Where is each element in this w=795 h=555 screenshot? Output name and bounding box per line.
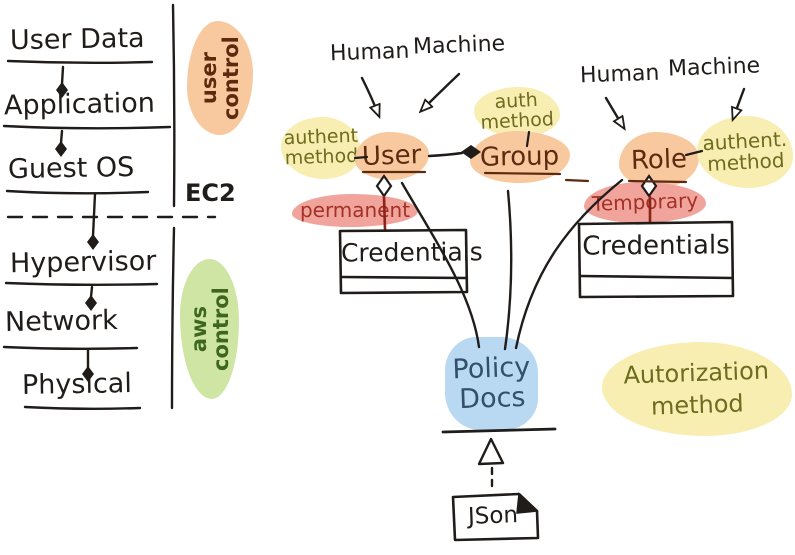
user-control-label: user control	[196, 36, 244, 120]
vertical-separator-bottom	[170, 226, 176, 410]
policy-docs-label: Policy Docs	[451, 351, 532, 415]
layer-guest-os: Guest OS	[7, 151, 135, 186]
authent-method-user-label: authent method	[283, 125, 359, 170]
auth-method-group-label: auth method	[479, 89, 555, 134]
vertical-separator-top	[171, 3, 176, 208]
authorization-line1: Autorization	[623, 356, 770, 390]
temporary-highlight: Temporary	[584, 182, 706, 223]
machine-to-user-arrow	[421, 72, 461, 111]
policy-json-link	[441, 427, 557, 493]
authent-method-user-highlight: authent method	[281, 117, 361, 179]
policy-docs-highlight: Policy Docs	[445, 337, 538, 430]
authent-method-role-label: authent. method	[702, 127, 789, 176]
authent-user-line2: method	[284, 144, 359, 170]
temporary-label: Temporary	[591, 188, 699, 217]
credentials-left-label: Credentials	[340, 237, 483, 268]
machine-left-label: Machine	[412, 31, 506, 60]
user-entity-highlight: User	[355, 132, 429, 180]
authorization-method-highlight: Autorization method	[602, 342, 792, 436]
aws-control-line2: control	[208, 287, 233, 371]
human-right-label: Human	[579, 60, 660, 89]
layer-application: Application	[3, 87, 156, 122]
layer-network: Network	[4, 305, 118, 338]
user-control-highlight: user control	[187, 21, 253, 135]
user-control-line1: user	[196, 51, 221, 105]
credentials-right-label: Credentials	[582, 230, 730, 262]
ec2-label: EC2	[185, 179, 236, 207]
credentials-right-divider	[579, 274, 733, 280]
group-entity-label: Group	[480, 141, 560, 173]
json-label: JSon	[467, 502, 519, 530]
group-underline-tail	[564, 178, 590, 183]
user-control-line2: control	[219, 36, 244, 120]
user-entity-label: User	[361, 139, 423, 172]
layer-physical: Physical	[21, 368, 133, 401]
group-to-policy-curve	[503, 189, 513, 351]
aws-control-highlight: aws control	[180, 259, 239, 399]
aws-control-line1: aws	[186, 305, 211, 353]
policy-line1: Policy	[451, 351, 531, 386]
layer-user-data: User Data	[9, 22, 145, 57]
role-entity-label: Role	[630, 143, 688, 176]
layer-hypervisor: Hypervisor	[9, 245, 157, 280]
human-left-label: Human	[329, 38, 410, 67]
machine-right-label: Machine	[667, 53, 761, 82]
policy-line2: Docs	[458, 381, 526, 415]
role-entity-highlight: Role	[619, 132, 699, 188]
auth-group-line2: method	[480, 108, 555, 134]
permanent-label: permanent	[299, 198, 411, 223]
human-to-role-arrow	[604, 96, 624, 128]
human-to-user-arrow	[360, 76, 379, 116]
realization-arrowhead	[477, 437, 505, 466]
auth-method-group-highlight: auth method	[474, 87, 560, 137]
authent-role-line2: method	[706, 147, 785, 176]
stack-diamond-arrowheads	[55, 82, 99, 382]
aws-control-label: aws control	[186, 287, 233, 371]
authent-method-role-highlight: authent. method	[697, 116, 793, 188]
credentials-left-divider	[340, 275, 467, 280]
machine-to-role-arrow	[733, 87, 746, 119]
group-entity-highlight: Group	[470, 131, 570, 183]
authorization-line2: method	[650, 389, 745, 421]
authorization-method-label: Autorization method	[623, 354, 771, 424]
permanent-highlight: permanent	[292, 194, 418, 227]
